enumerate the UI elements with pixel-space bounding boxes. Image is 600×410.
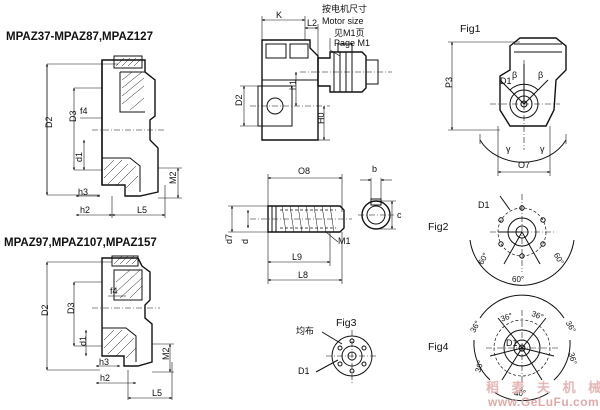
dim-36-1: 36° <box>468 319 482 334</box>
motor-note-cn-1: 按电机尺寸 <box>322 3 367 14</box>
dim-60-left: 60° <box>476 251 490 266</box>
gearmotor-side-view <box>240 16 392 141</box>
dim-36-3: 36° <box>530 309 544 322</box>
dim-f4-bottom: f4 <box>110 286 118 296</box>
dim-d1-bottom: d1 <box>78 336 88 346</box>
dim-D1-fig1: D1 <box>500 76 512 86</box>
dim-D2-motor: D2 <box>234 94 244 106</box>
shaft-view <box>228 174 352 284</box>
fig2-label: Fig2 <box>428 221 449 233</box>
fig3-jun-bu: 均布 <box>296 325 314 336</box>
dim-O7: O7 <box>518 160 530 170</box>
title-bottom-left: MPAZ97,MPAZ107,MPAZ157 <box>4 237 157 249</box>
dim-L5-bottom: L5 <box>152 388 162 398</box>
dim-36-6: 36° <box>567 351 579 365</box>
dim-P3: P3 <box>444 77 454 88</box>
dim-f4: f4 <box>80 106 88 116</box>
dim-gamma-2: γ <box>540 144 545 154</box>
dim-gamma-1: γ <box>506 144 511 154</box>
fig1-label: Fig1 <box>460 23 481 35</box>
dim-L8: L8 <box>298 270 308 280</box>
dim-d: d <box>240 239 250 244</box>
dim-d7: d7 <box>224 234 234 244</box>
dim-H0: H0 <box>316 112 326 124</box>
dim-D2-top: D2 <box>44 116 54 128</box>
fig4-label: Fig4 <box>428 341 449 353</box>
dim-36-4: 36° <box>564 319 578 334</box>
flange-section-top: f4 d1 h3 h2 L5 <box>46 55 182 218</box>
dim-D1-fig4: D1 <box>506 338 518 348</box>
fig1-drawing <box>448 37 567 176</box>
key-section <box>358 178 396 230</box>
dim-60-bottom: 60° <box>512 275 524 284</box>
fig3-drawing <box>315 330 378 384</box>
dim-D3-bottom: D3 <box>66 302 76 314</box>
dim-h2-bottom: h2 <box>100 373 110 383</box>
title-top-left: MPAZ37-MPAZ87,MPAZ127 <box>6 31 153 43</box>
dim-K: K <box>276 10 282 20</box>
dim-O8: O8 <box>298 166 310 176</box>
dim-b: b <box>372 164 377 174</box>
dim-h3-bottom: h3 <box>99 357 109 367</box>
dim-D3-top: D3 <box>68 110 78 122</box>
dim-36-2: 36° <box>499 311 513 324</box>
watermark-cn: 稻 麦 夫 机 械 <box>486 380 600 396</box>
dim-D1-fig2: D1 <box>478 200 490 210</box>
dim-36-5: 36° <box>474 359 486 373</box>
dim-L2: L2 <box>307 18 317 28</box>
dim-h1: h1 <box>288 80 298 90</box>
dim-beta-2: β <box>538 70 543 80</box>
dim-M1: M1 <box>338 236 351 246</box>
dim-d1: d1 <box>74 152 84 162</box>
motor-note-cn-2: 见M1页 <box>334 28 365 38</box>
motor-note-en-2: Page M1 <box>334 38 370 48</box>
dim-h2: h2 <box>80 205 90 215</box>
watermark-en: www.GeLuFu.com <box>487 395 599 409</box>
fig4-drawing <box>473 294 571 402</box>
dim-M2-top: M2 <box>168 171 178 184</box>
dim-h3: h3 <box>78 187 88 197</box>
dim-c: c <box>397 210 402 220</box>
fig3-label: Fig3 <box>336 317 357 329</box>
dim-L5: L5 <box>137 205 147 215</box>
motor-size-note: 按电机尺寸 Motor size 见M1页 Page M1 <box>322 3 370 57</box>
dim-beta-1: β <box>512 70 517 80</box>
dim-60-right: 60° <box>552 251 566 266</box>
motor-note-en-1: Motor size <box>322 16 364 26</box>
dim-D1-fig3: D1 <box>298 366 310 376</box>
dim-40: 40° <box>514 389 526 398</box>
fig2-drawing <box>469 194 575 286</box>
dim-L9: L9 <box>292 252 302 262</box>
flange-section-bottom: f4 h3 h2 L5 <box>45 255 174 400</box>
dim-D2-bottom: D2 <box>40 304 50 316</box>
dim-M2-bottom: M2 <box>161 347 171 360</box>
